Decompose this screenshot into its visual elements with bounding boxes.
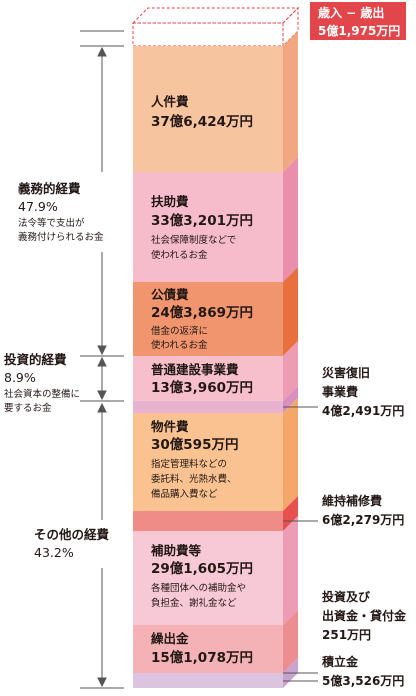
assistance-note2: 使われるお金 [151, 250, 208, 261]
invest-loan-block: 投資及び 出資金・貸付金 251万円 [322, 588, 406, 645]
transfer-label: 繰出金 [151, 631, 189, 646]
segment-construction [133, 341, 298, 401]
disaster-line2: 事業費 [322, 385, 359, 399]
maintenance-amount: 6億2,279万円 [322, 513, 405, 527]
debt-note2: 使われるお金 [151, 340, 208, 351]
group-investment-note2: 要するお金 [4, 403, 52, 414]
subsidy-note2: 負担金、謝礼金など [151, 598, 237, 609]
segment-personnel [133, 31, 298, 172]
subsidy-amount: 29億1,605万円 [151, 561, 253, 577]
reserve-amount: 5億3,526万円 [322, 674, 405, 688]
surplus-dashed-block [131, 6, 300, 48]
disaster-amount: 4億2,491万円 [322, 404, 405, 418]
maintenance-label: 維持補修費 [322, 494, 383, 508]
leader-lines [283, 406, 318, 682]
reserve-block: 積立金 5億3,526万円 [322, 653, 404, 691]
invest-loan-line2: 出資金・貸付金 [322, 609, 407, 623]
goods-amount: 30億595万円 [151, 437, 239, 453]
transfer-amount: 15億1,078万円 [151, 650, 253, 666]
construction-amount: 13億3,960万円 [151, 380, 253, 396]
assistance-label: 扶助費 [151, 194, 189, 209]
subsidy-note1: 各種団体への補助金や [151, 583, 247, 594]
disaster-line1: 災害復旧 [322, 366, 371, 380]
surplus-badge-line1: 歳入 − 歳出 [318, 6, 385, 20]
debt-amount: 24億3,869万円 [151, 305, 253, 321]
personnel-amount: 37億6,424万円 [151, 114, 253, 130]
group-brackets [80, 30, 124, 689]
maintenance-block: 維持補修費 6億2,279万円 [322, 492, 404, 530]
group-investment-pct: 8.9% [4, 370, 36, 385]
invest-loan-amount: 251万円 [322, 628, 372, 642]
group-investment-name: 投資的経費 [4, 352, 67, 367]
group-obligatory-name: 義務的経費 [18, 181, 81, 196]
group-obligatory-note1: 法令等で支出が [18, 218, 85, 229]
surplus-badge: 歳入 − 歳出 5億1,975万円 [310, 2, 406, 40]
group-obligatory-note2: 義務付けられるお金 [18, 232, 104, 243]
group-other-name: その他の経費 [34, 527, 110, 542]
assistance-amount: 33億3,201万円 [151, 213, 253, 229]
group-obligatory-pct: 47.9% [18, 199, 58, 214]
segment-transfer [133, 610, 298, 673]
segment-disaster [133, 386, 298, 413]
goods-label: 物件費 [151, 419, 189, 434]
disaster-block: 災害復旧 事業費 4億2,491万円 [322, 364, 404, 421]
subsidy-label: 補助費等 [151, 543, 202, 558]
goods-note2: 委託料、光熱水費、 [151, 474, 237, 485]
group-other-pct: 43.2% [34, 545, 74, 560]
personnel-label: 人件費 [151, 94, 189, 109]
segment-assistance [133, 157, 298, 282]
goods-note1: 指定管理料などの [151, 459, 228, 470]
surplus-badge-amount: 5億1,975万円 [318, 24, 401, 38]
construction-label: 普通建設事業費 [151, 362, 239, 377]
debt-label: 公債費 [151, 287, 189, 302]
segment-maintenance [133, 496, 298, 531]
segment-subsidy [133, 516, 298, 625]
group-investment-note1: 社会資本の整備に [4, 389, 81, 400]
reserve-label: 積立金 [322, 655, 359, 669]
goods-note3: 備品購入費など [151, 489, 218, 500]
assistance-note1: 社会保障制度などで [151, 235, 237, 246]
segment-goods [133, 398, 298, 511]
segment-debt [133, 267, 298, 356]
debt-note1: 借金の返済に [151, 326, 209, 337]
invest-loan-line1: 投資及び [322, 590, 371, 604]
